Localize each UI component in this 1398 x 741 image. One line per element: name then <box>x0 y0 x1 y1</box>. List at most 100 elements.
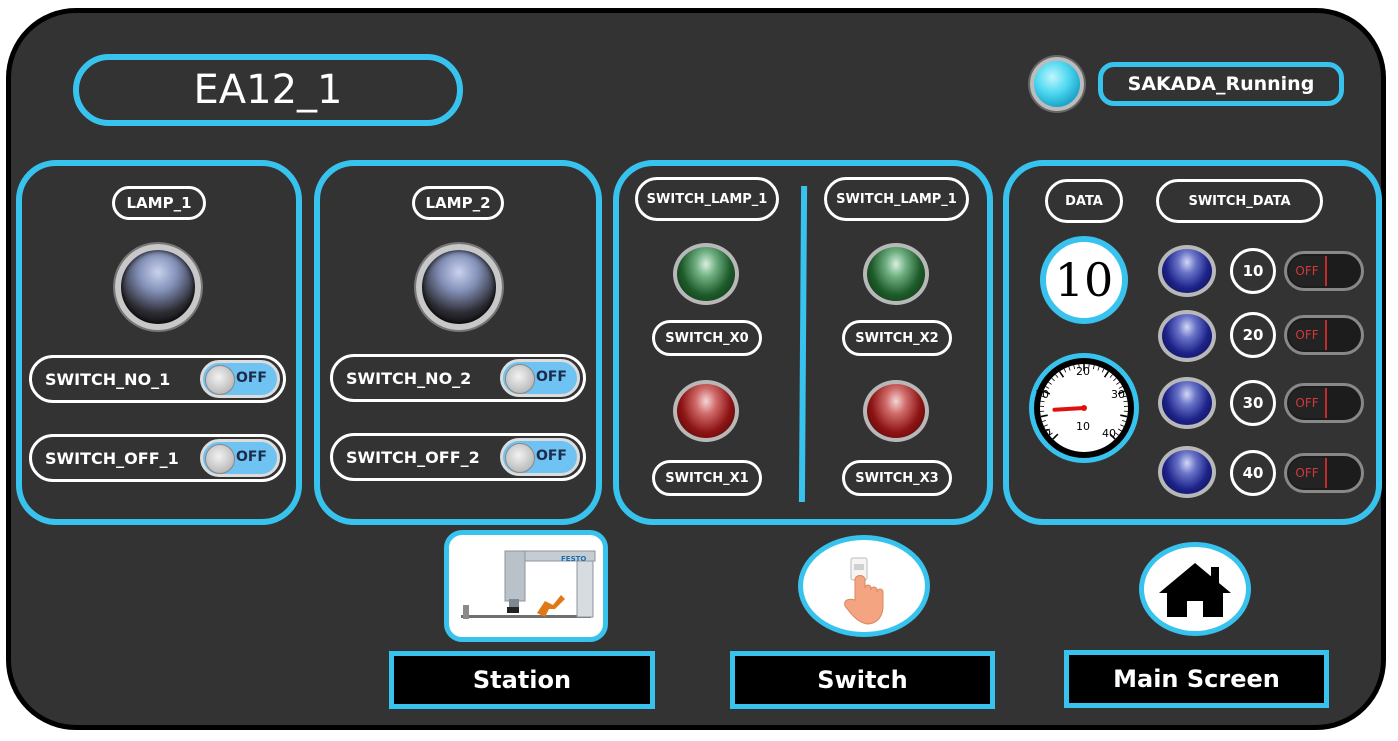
gauge-tick-mark <box>1063 368 1067 373</box>
gauge-tick-mark <box>1117 390 1125 395</box>
gauge-tick-mark <box>1068 366 1071 371</box>
gauge-tick-mark <box>1117 428 1122 432</box>
gauge-tick-mark <box>1052 433 1059 440</box>
gauge-tick-mark <box>1043 390 1051 395</box>
station-image-button[interactable]: FESTO <box>444 530 608 642</box>
data-value-display: 10 <box>1040 236 1128 324</box>
toggle-state: OFF <box>535 369 567 385</box>
toggle-state: OFF <box>1289 256 1327 286</box>
switch-no-2-toggle[interactable]: OFF <box>500 359 580 397</box>
toggle-state: OFF <box>1289 388 1327 418</box>
gauge-tick-mark <box>1118 386 1123 389</box>
switch-x2-label: SWITCH_X2 <box>842 320 952 356</box>
gauge-center-label: 10 <box>1076 420 1090 433</box>
toggle-state: OFF <box>535 448 567 464</box>
gauge-tick-30: 30 <box>1111 388 1125 401</box>
station-machine-icon: FESTO <box>461 550 596 619</box>
data-row-toggle[interactable]: OFF <box>1284 315 1364 355</box>
toggle-knob <box>205 444 235 474</box>
gauge-tick-mark <box>1092 365 1095 370</box>
main-screen-button[interactable]: Main Screen <box>1064 650 1329 708</box>
gauge-tick-mark <box>1120 424 1125 427</box>
status-label: SAKADA_Running <box>1127 73 1315 95</box>
gauge-hub <box>1081 405 1087 411</box>
data-row-value: 10 <box>1230 248 1276 294</box>
gauge-tick-mark <box>1040 400 1045 403</box>
data-row-value: 30 <box>1230 380 1276 426</box>
data-row-toggle[interactable]: OFF <box>1284 251 1364 291</box>
data-row-toggle[interactable]: OFF <box>1284 453 1364 493</box>
data-row-toggle[interactable]: OFF <box>1284 383 1364 423</box>
switch-lamp-left-title: SWITCH_LAMP_1 <box>635 177 779 221</box>
gauge-tick-mark <box>1116 381 1120 385</box>
gauge-tick-mark <box>1113 377 1117 382</box>
title-box: EA12_1 <box>73 54 463 126</box>
gauge-tick-mark <box>1046 428 1051 432</box>
data-value: 10 <box>1054 253 1114 307</box>
gauge-tick-40: 40 <box>1102 427 1116 440</box>
switch-off-2-label: SWITCH_OFF_2 <box>346 447 480 467</box>
finger-press-icon <box>844 557 884 625</box>
toggle-knob <box>505 443 535 473</box>
gauge-tick-mark <box>1055 374 1059 378</box>
gauge-tick-20: 20 <box>1076 365 1090 378</box>
switch-x0-label: SWITCH_X0 <box>652 320 762 356</box>
gauge-tick-mark <box>1042 419 1047 422</box>
switch-data-label: SWITCH_DATA <box>1156 179 1323 223</box>
lamp2-indicator-icon <box>416 244 502 330</box>
toggle-state: OFF <box>1289 320 1327 350</box>
gauge-tick-mark <box>1045 386 1050 389</box>
switch-off-1-toggle[interactable]: OFF <box>200 439 280 477</box>
data-row-lamp-icon <box>1158 446 1216 498</box>
lamp1-label: LAMP_1 <box>112 186 206 220</box>
station-brand-text: FESTO <box>561 555 586 563</box>
gauge-tick-mark <box>1120 414 1128 418</box>
switch-lamp-right-title: SWITCH_LAMP_1 <box>824 177 969 221</box>
data-row-lamp-icon <box>1158 377 1216 429</box>
gauge-tick-mark <box>1043 424 1048 427</box>
toggle-state: OFF <box>235 449 267 465</box>
switch-no-1-toggle[interactable]: OFF <box>200 360 280 398</box>
data-row-lamp-icon <box>1158 245 1216 297</box>
switch-x1-label: SWITCH_X1 <box>652 460 762 496</box>
toggle-state: OFF <box>235 370 267 386</box>
status-label-box: SAKADA_Running <box>1098 62 1344 106</box>
x3-red-lamp-icon <box>863 380 929 442</box>
gauge-tick-mark <box>1097 366 1100 371</box>
gauge-tick-mark <box>1073 365 1076 370</box>
gauge-tick-mark <box>1058 370 1065 378</box>
data-row-lamp-icon <box>1158 310 1216 362</box>
switch-off-1-label: SWITCH_OFF_1 <box>45 448 179 468</box>
gauge-tick-mark <box>1049 432 1053 436</box>
page-title: EA12_1 <box>193 67 343 113</box>
data-row-value: 40 <box>1230 450 1276 496</box>
gauge-tick-10: 10 <box>1035 388 1049 401</box>
data-gauge: 0 10 20 30 40 10 <box>1029 353 1139 463</box>
gauge-tick-mark <box>1122 395 1127 398</box>
switch-off-2-toggle[interactable]: OFF <box>500 438 580 476</box>
station-button[interactable]: Station <box>389 651 655 709</box>
switch-button[interactable]: Switch <box>730 651 995 709</box>
data-row-value: 20 <box>1230 312 1276 358</box>
switch-no-1-row: SWITCH_NO_1 OFF <box>29 355 286 403</box>
x2-green-lamp-icon <box>863 243 929 305</box>
switch-no-2-row: SWITCH_NO_2 OFF <box>330 354 586 402</box>
gauge-tick-mark <box>1048 381 1052 385</box>
gauge-needle <box>1052 406 1086 412</box>
lamp2-label: LAMP_2 <box>412 186 504 220</box>
gauge-tick-mark <box>1121 419 1126 422</box>
gauge-tick-mark <box>1109 374 1113 378</box>
gauge-tick-0: 0 <box>1044 427 1051 440</box>
home-icon <box>1159 563 1231 617</box>
lamp1-panel <box>16 160 302 525</box>
switch-x3-label: SWITCH_X3 <box>842 460 952 496</box>
switch-no-1-label: SWITCH_NO_1 <box>45 369 171 389</box>
switch-image-button[interactable] <box>798 535 930 637</box>
main-screen-image-button[interactable] <box>1139 542 1251 636</box>
gauge-tick-mark <box>1101 368 1105 373</box>
x1-red-lamp-icon <box>673 380 739 442</box>
data-label: DATA <box>1045 179 1123 223</box>
status-lamp-icon <box>1030 57 1084 111</box>
lamp2-panel <box>314 160 602 525</box>
gauge-tick-mark <box>1040 414 1048 418</box>
